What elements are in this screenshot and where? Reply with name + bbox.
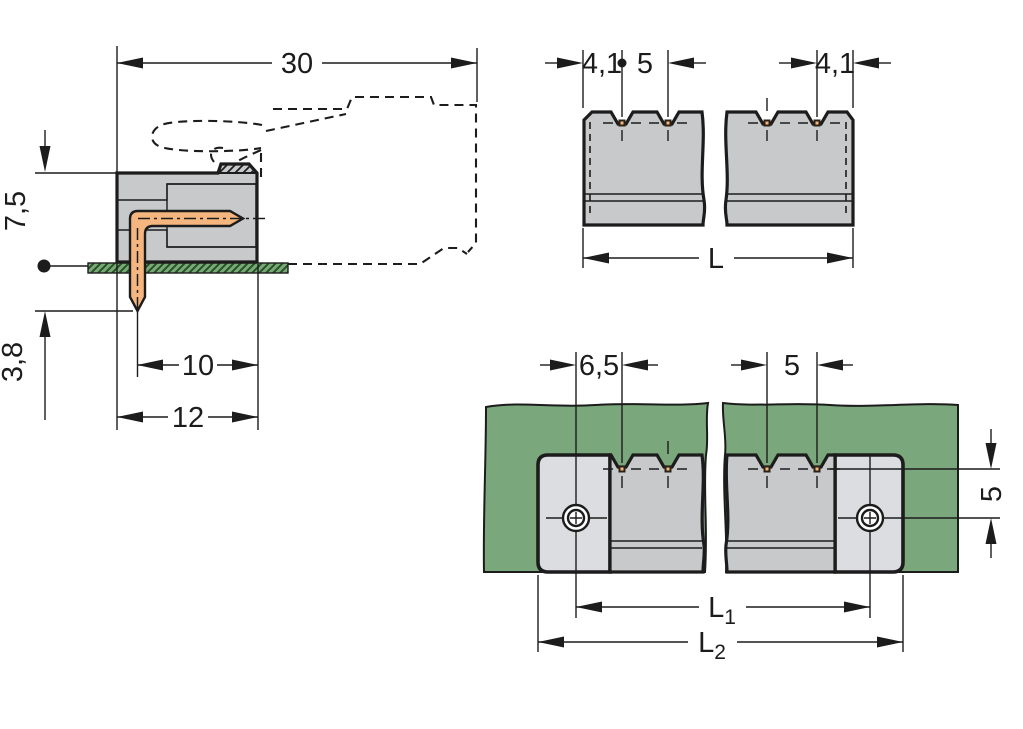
dim-pin-to-mating-face: 10 xyxy=(136,264,259,430)
dim-overall-depth: 30 xyxy=(117,48,477,80)
dim-last-pin-to-end-right: 4,1 xyxy=(779,48,891,80)
dim-pin-pitch-footprint-label: 5 xyxy=(784,350,800,382)
dim-last-pin-to-end-right-label: 4,1 xyxy=(815,48,855,80)
pin-body xyxy=(128,209,246,314)
pin-contact xyxy=(748,465,790,488)
dim-total-length-L2: L2 xyxy=(537,575,904,664)
dim-overall-depth-label: 30 xyxy=(281,48,313,80)
mating-plug-dashed-outline xyxy=(150,95,478,266)
top-view-step-lines xyxy=(584,193,852,202)
dim-screw-spacing-L1-label: L1 xyxy=(708,592,736,629)
footprint-dimensions: 6,5 5 5 L1 xyxy=(537,350,1008,664)
dim-end-to-first-pin-left-label: 4,1 xyxy=(582,48,622,80)
pin-contact xyxy=(603,119,641,141)
dim-housing-depth-label: 12 xyxy=(172,402,204,434)
footprint-view: 6,5 5 5 L1 xyxy=(482,350,1008,664)
pin-contact xyxy=(649,441,687,488)
top-view-body-left xyxy=(582,110,707,227)
dim-screw-to-first-pin-label: 6,5 xyxy=(579,350,619,382)
dim-pin-length-below-board: 3,8 xyxy=(0,310,133,420)
dim-screw-to-first-pin: 6,5 xyxy=(540,350,658,382)
dim-total-length-L2-label: L2 xyxy=(698,627,726,664)
dim-total-length-L: L xyxy=(582,228,854,275)
pin-contact xyxy=(649,119,687,141)
top-view-body-right xyxy=(723,110,855,227)
footprint-body-left xyxy=(608,453,706,574)
mounting-hole-right xyxy=(838,455,1000,618)
footprint-body-right xyxy=(724,453,837,574)
dim-height-above-board-label: 7,5 xyxy=(0,191,32,231)
dim-height-above-board: 7,5 xyxy=(0,130,117,273)
dim-pin-pitch-top: 5 xyxy=(637,48,706,80)
datum-dot xyxy=(37,259,51,273)
dim-pin-row-to-screw-axis: 5 xyxy=(976,429,1008,558)
dim-total-length-L-label: L xyxy=(708,243,724,275)
pin-contact xyxy=(748,98,790,141)
dim-pin-row-to-screw-axis-label: 5 xyxy=(976,486,1008,502)
footprint-step-lines xyxy=(611,540,834,549)
top-view-dimensions: 4,1 5 4,1 L xyxy=(545,48,891,275)
dim-screw-spacing-L1: L1 xyxy=(576,592,870,629)
dim-pin-pitch-top-label: 5 xyxy=(637,48,653,80)
top-view: 4,1 5 4,1 L xyxy=(545,48,891,275)
top-view-pins xyxy=(603,98,840,141)
dim-housing-depth: 12 xyxy=(117,402,258,434)
housing-lip-hatch xyxy=(218,164,257,173)
side-view-dimensions: 30 7,5 3,8 xyxy=(0,46,478,434)
pin-contact xyxy=(798,119,840,141)
dim-pin-to-mating-face-label: 10 xyxy=(182,350,214,382)
dim-pin-length-below-board-label: 3,8 xyxy=(0,342,29,382)
dim-pin-pitch-footprint: 5 xyxy=(731,350,853,382)
solder-pin xyxy=(128,209,266,314)
mounting-hole-left xyxy=(546,352,607,618)
side-view: 30 7,5 3,8 xyxy=(0,46,478,434)
dimension-dot-terminator xyxy=(617,58,627,68)
dim-end-to-first-pin-left: 4,1 xyxy=(545,48,627,80)
pin-contact xyxy=(603,465,641,488)
